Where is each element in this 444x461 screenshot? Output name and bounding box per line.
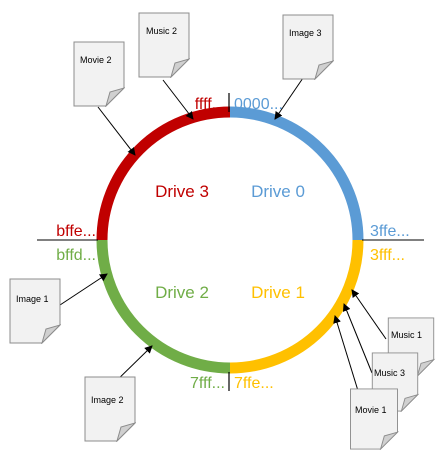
drive-3-arc: [96, 106, 231, 241]
file-movie-1: Movie 1: [350, 388, 398, 450]
drive-3-label: Drive 3: [155, 182, 209, 201]
file-image-2-label: Image 2: [91, 395, 124, 405]
drive-1-label: Drive 1: [251, 283, 305, 302]
drive-2-label: Drive 2: [155, 283, 209, 302]
boundary-left-upper: bffe...: [56, 223, 96, 240]
arrow-image-3: [274, 77, 304, 120]
arrow-movie-2: [97, 106, 136, 156]
file-arrows: [59, 77, 387, 408]
arrow-music-2: [162, 79, 194, 120]
file-image-2: Image 2: [84, 376, 136, 442]
boundary-top-right: 0000...: [234, 96, 283, 113]
boundary-left-lower: bffd...: [56, 247, 96, 264]
file-image-2-icon: [84, 376, 136, 442]
file-music-2-icon: [138, 12, 190, 78]
file-image-1-icon: [9, 278, 61, 344]
boundary-right-upper: 3ffe...: [370, 223, 410, 240]
drive-1-arc: [229, 239, 364, 374]
file-image-1: Image 1: [9, 278, 61, 344]
file-movie-2: Movie 2: [73, 41, 125, 107]
file-music-2-label: Music 2: [146, 26, 177, 36]
arrow-music-3: [342, 303, 373, 374]
boundary-bottom-left: 7fff...: [190, 375, 225, 392]
file-image-3: Image 3: [282, 14, 334, 80]
hash-ring: [96, 106, 364, 374]
file-music-1-label: Music 1: [391, 330, 422, 340]
drive-2-arc: [96, 239, 231, 374]
file-music-3-label: Music 3: [374, 368, 405, 378]
boundary-top-left: ffff...: [195, 96, 225, 113]
file-movie-2-icon: [73, 41, 125, 107]
file-music-1: Music 1: [387, 317, 435, 377]
file-music-2: Music 2: [138, 12, 190, 78]
drive-0-arc: [229, 106, 364, 241]
arrow-image-1: [59, 273, 108, 306]
file-movie-1-icon: [350, 388, 398, 450]
arrow-music-1: [351, 289, 387, 340]
file-movie-2-label: Movie 2: [80, 55, 112, 65]
file-music-3: Music 3: [371, 352, 419, 412]
file-image-3-icon: [282, 14, 334, 80]
file-image-3-label: Image 3: [289, 28, 322, 38]
file-movie-1-label: Movie 1: [355, 405, 387, 415]
file-image-1-label: Image 1: [16, 294, 49, 304]
boundary-right-lower: 3fff...: [370, 247, 405, 264]
drive-0-label: Drive 0: [251, 182, 305, 201]
boundary-bottom-right: 7ffe...: [234, 375, 274, 392]
